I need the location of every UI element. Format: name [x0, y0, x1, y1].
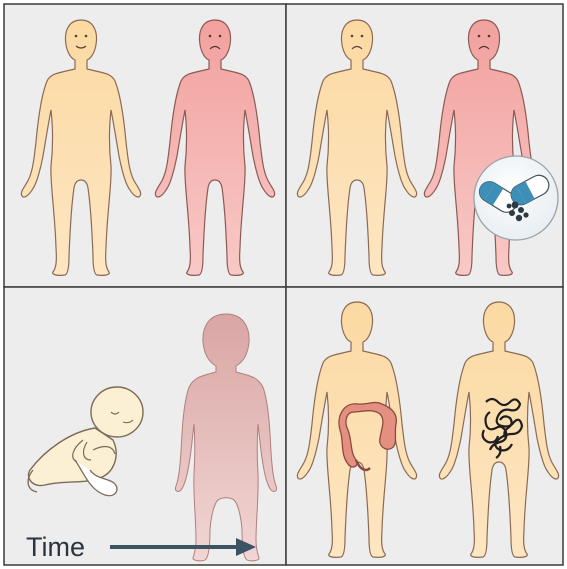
time-label: Time — [26, 532, 85, 562]
pill-capsule-icon — [474, 156, 558, 240]
